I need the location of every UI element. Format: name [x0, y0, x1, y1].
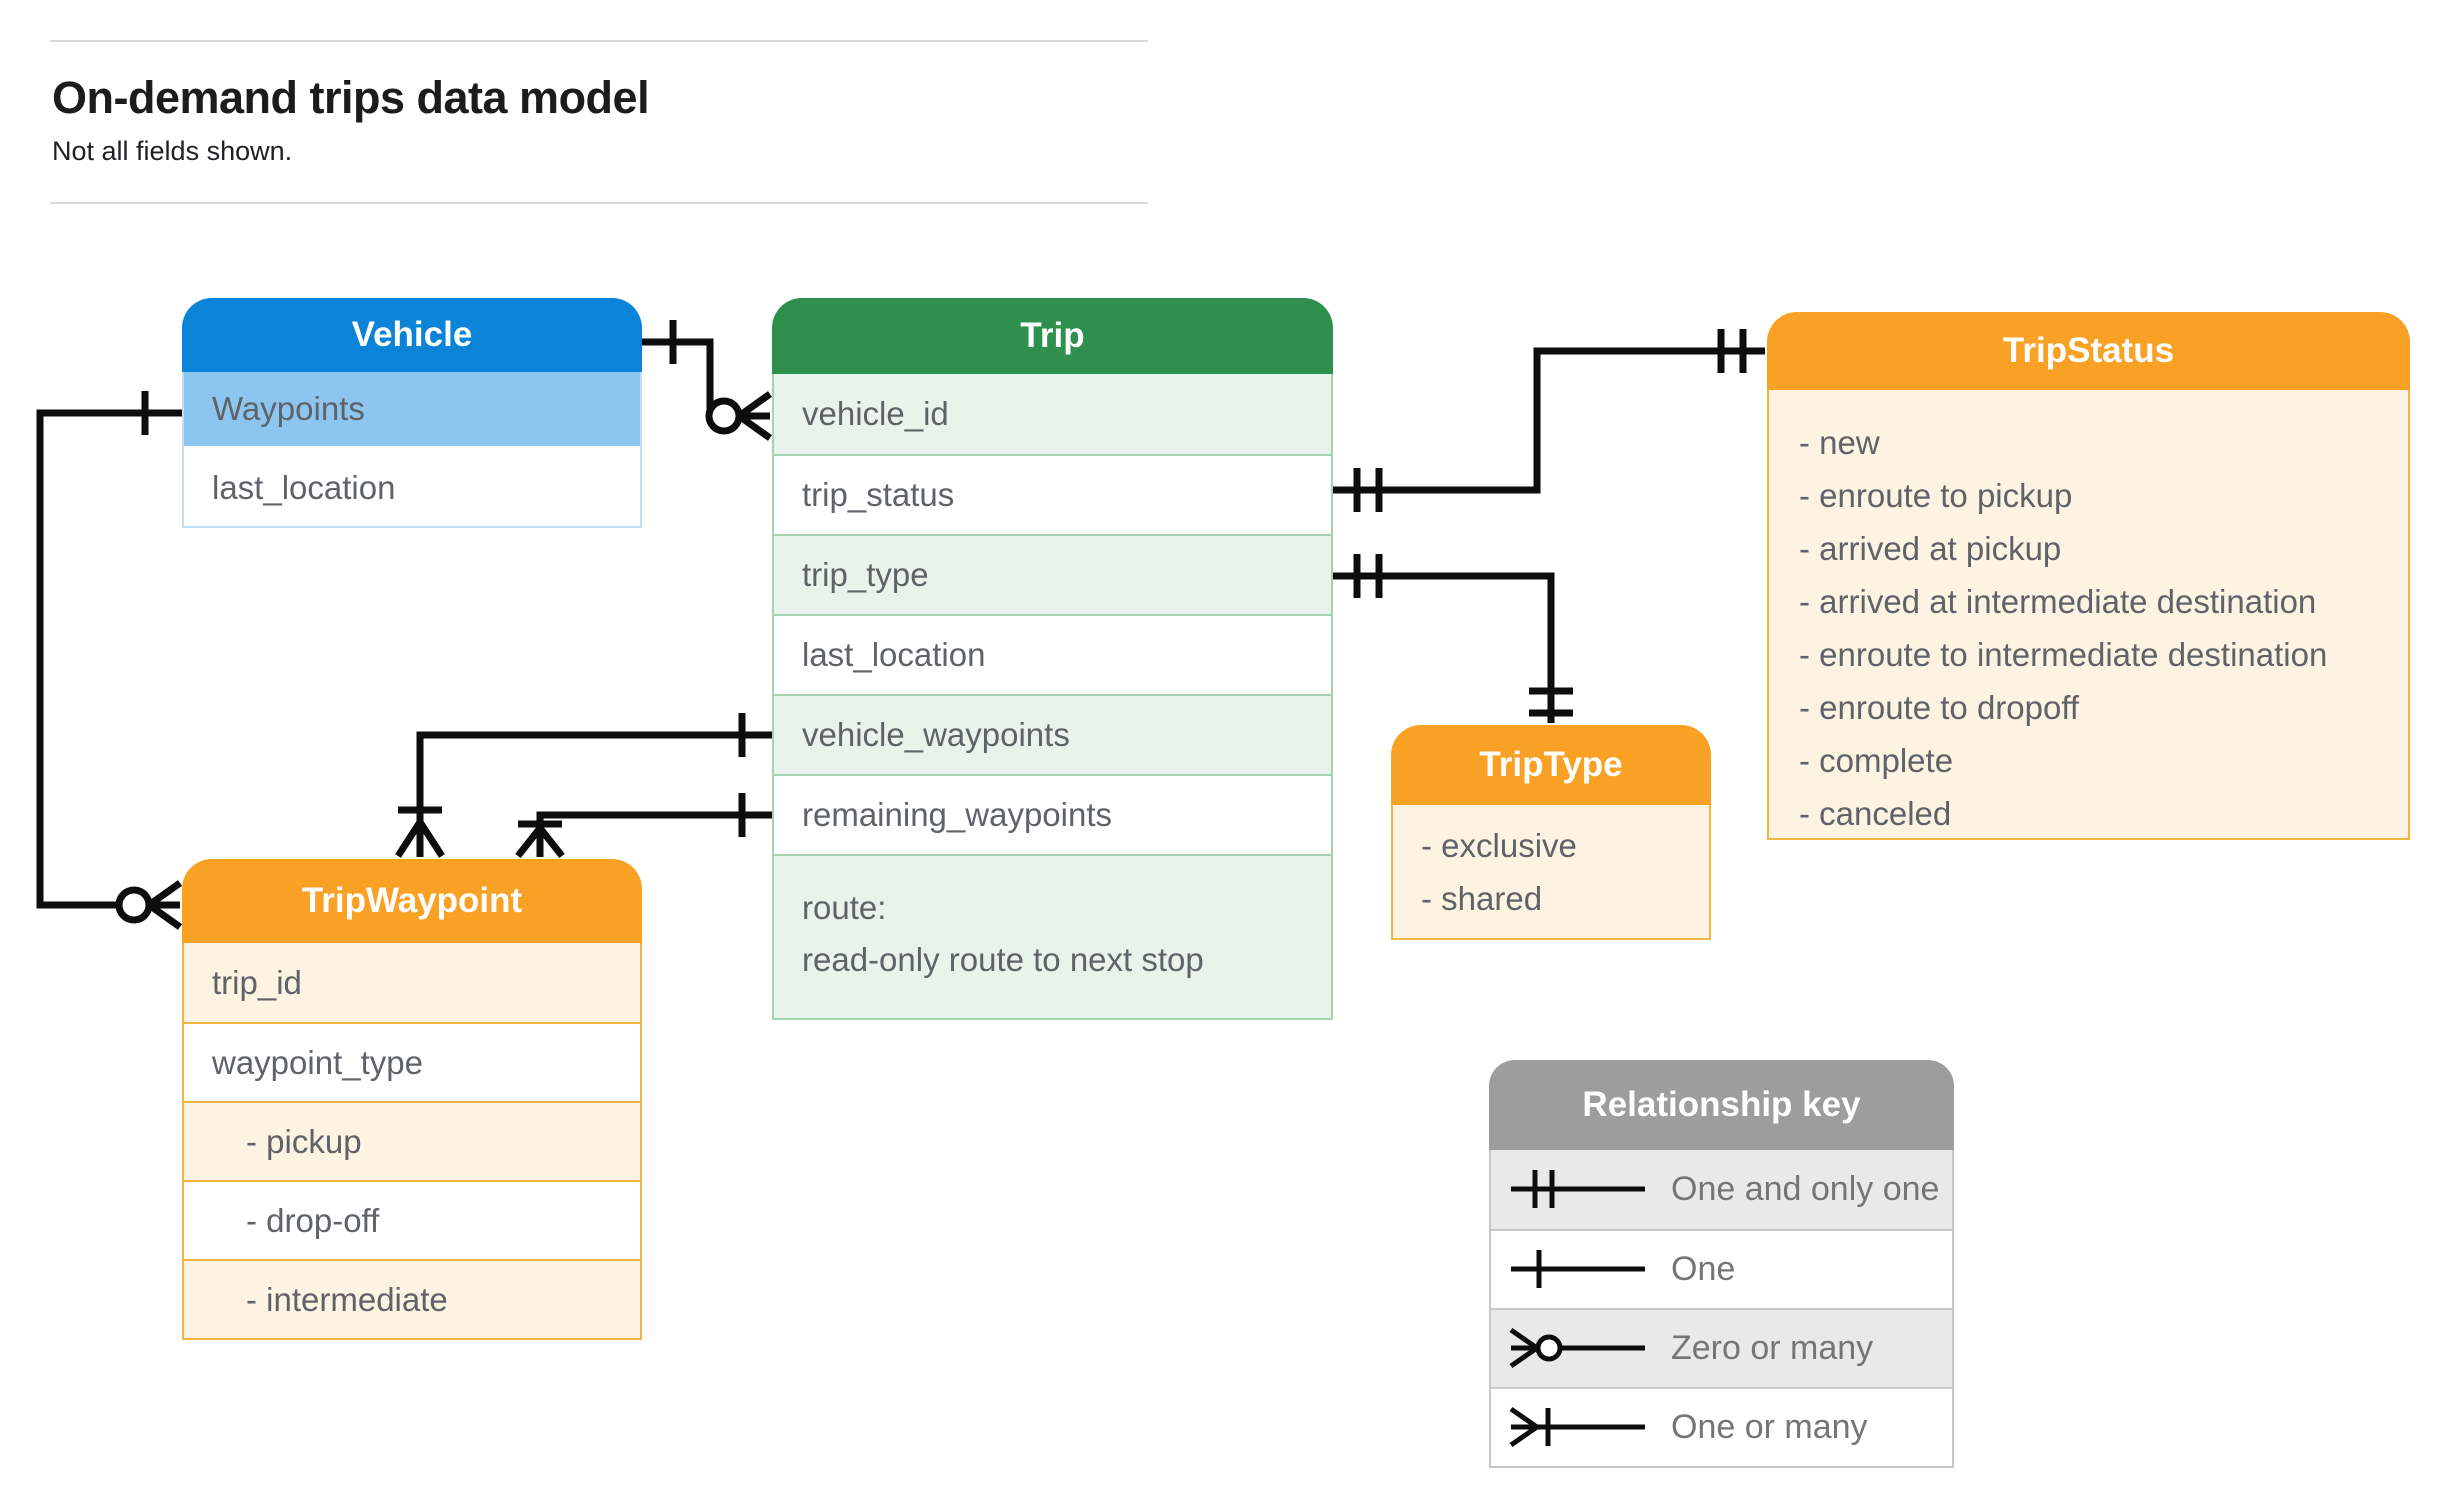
trip-field-remaining-waypoints: remaining_waypoints [774, 774, 1331, 854]
connector-trip-to-triptype [1333, 554, 1573, 723]
trip-field-trip-type: trip_type [774, 534, 1331, 614]
legend-label: One or many [1671, 1408, 1868, 1446]
tripstatus-value-arrived-at-pickup: - arrived at pickup [1799, 530, 2062, 567]
tripstatus-value-list: - new - enroute to pickup - arrived at p… [1769, 390, 2408, 838]
trip-field-last-location: last_location [774, 614, 1331, 694]
tripstatus-value-enroute-to-intermediate-destination: - enroute to intermediate destination [1799, 636, 2328, 673]
tripstatus-value-arrived-at-intermediate-destination: - arrived at intermediate destination [1799, 583, 2317, 620]
relationship-key-title: Relationship key [1489, 1060, 1954, 1150]
entity-trip-title: Trip [772, 298, 1333, 374]
legend-row-one-or-many: One or many [1491, 1387, 1952, 1466]
trip-field-trip-status: trip_status [774, 454, 1331, 534]
triptype-value-exclusive: - exclusive [1421, 827, 1577, 864]
triptype-value-list: - exclusive - shared [1393, 805, 1709, 938]
triptype-value-shared: - shared [1421, 880, 1543, 917]
one-or-many-icon [1509, 1406, 1645, 1448]
title-divider [50, 202, 1148, 204]
page-subtitle: Not all fields shown. [52, 136, 293, 166]
tripstatus-value-enroute-to-pickup: - enroute to pickup [1799, 477, 2073, 514]
entity-tripwaypoint-title: TripWaypoint [182, 859, 642, 943]
tripstatus-value-canceled: - canceled [1799, 795, 1952, 832]
trip-field-vehicle-waypoints: vehicle_waypoints [774, 694, 1331, 774]
entity-tripwaypoint: TripWaypoint trip_id waypoint_type - pic… [182, 859, 642, 1340]
vehicle-field-waypoints: Waypoints [184, 372, 640, 449]
top-divider [50, 40, 1148, 42]
entity-tripstatus-title: TripStatus [1767, 312, 2410, 390]
entity-vehicle-title: Vehicle [182, 298, 642, 372]
tripstatus-value-new: - new [1799, 424, 1880, 461]
connector-vehicle-to-trip [642, 320, 773, 441]
legend-label: Zero or many [1671, 1329, 1874, 1367]
legend-label: One and only one [1671, 1170, 1940, 1208]
connector-trip-to-tripstatus [1333, 329, 1765, 512]
vehicle-field-last-location: last_location [184, 449, 640, 526]
tripstatus-value-complete: - complete [1799, 742, 1954, 779]
tripwaypoint-field-trip-id: trip_id [184, 943, 640, 1022]
tripwaypoint-field-waypoint-type: waypoint_type [184, 1022, 640, 1101]
tripwaypoint-value-drop-off: - drop-off [184, 1180, 640, 1259]
entity-tripstatus: TripStatus - new - enroute to pickup - a… [1767, 312, 2410, 840]
legend-label: One [1671, 1250, 1736, 1288]
tripwaypoint-value-pickup: - pickup [184, 1101, 640, 1180]
relationship-key: Relationship key One and only one One [1489, 1060, 1954, 1468]
connector-vehicle-waypoints-to-tripwaypoint [395, 713, 772, 858]
trip-route-note: read-only route to next stop [802, 941, 1204, 978]
connector-vehicle-to-tripwaypoint [36, 391, 183, 930]
legend-row-one-and-only-one: One and only one [1491, 1150, 1952, 1229]
one-and-only-one-icon [1511, 1170, 1645, 1208]
connector-remaining-waypoints-to-tripwaypoint [515, 793, 772, 859]
one-icon [1511, 1250, 1645, 1288]
tripwaypoint-value-intermediate: - intermediate [184, 1259, 640, 1338]
legend-row-zero-or-many: Zero or many [1491, 1308, 1952, 1387]
legend-row-one: One [1491, 1229, 1952, 1308]
tripstatus-value-enroute-to-dropoff: - enroute to dropoff [1799, 689, 2080, 726]
entity-triptype: TripType - exclusive - shared [1391, 725, 1711, 940]
trip-field-route: route: read-only route to next stop [774, 854, 1331, 1018]
entity-triptype-title: TripType [1391, 725, 1711, 805]
zero-or-many-icon [1509, 1327, 1645, 1369]
trip-route-label: route: [802, 889, 887, 926]
page-title: On-demand trips data model [52, 72, 650, 123]
entity-vehicle: Vehicle Waypoints last_location [182, 298, 642, 528]
entity-trip: Trip vehicle_id trip_status trip_type la… [772, 298, 1333, 1020]
trip-field-vehicle-id: vehicle_id [774, 374, 1331, 454]
